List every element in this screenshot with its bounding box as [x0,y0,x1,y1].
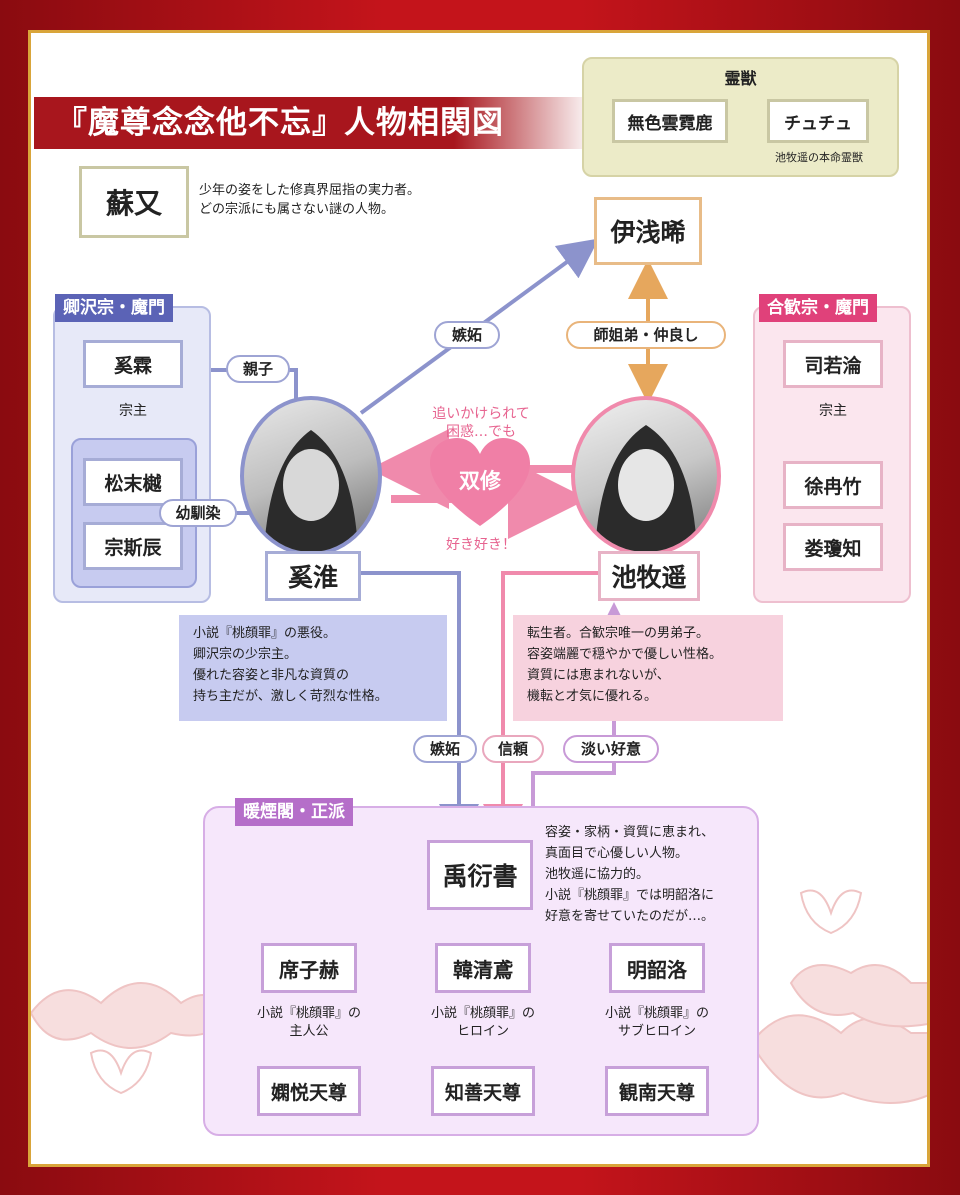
desc-line: 少年の姿をした修真界屈指の実力者。 [199,183,421,198]
character-name: 禹衍書 [442,862,518,891]
desc-line: 資質には恵まれないが、 [527,668,670,683]
beast-box-chuchu: チュチュ [767,99,869,143]
suyou-description: 少年の姿をした修真界屈指の実力者。 どの宗派にも属さない謎の人物。 [199,181,499,219]
character-name: 松末樾 [104,472,162,495]
desc-line: 真面目で心優しい人物。 [545,846,689,861]
desc-line: 容姿・家柄・資質に恵まれ、 [545,825,715,840]
character-zhishan: 知善天尊 [431,1066,535,1116]
relation-osananajimi: 幼馴染 [159,499,237,527]
character-louqiongzhi: 娄瓊知 [783,523,883,571]
character-siruoyu: 司若淪 [783,340,883,388]
character-name: 池牧遥 [611,563,687,592]
caption-line: 追いかけられて [432,406,530,422]
xihuai-silhouette [264,430,358,552]
caption-line: 小説『桃顔罪』の [256,1006,361,1021]
character-name: 徐冉竹 [804,475,862,498]
caption-line: サブヒロイン [617,1024,696,1039]
character-name: 伊浅晞 [610,218,686,247]
beast-name: チュチュ [784,113,852,134]
character-name: 奚霖 [113,354,152,377]
caption-line: ヒロイン [456,1024,509,1039]
chart-frame: 『魔尊念念他不忘』人物相関図 霊獣 無色雲霓鹿 チュチュ 池牧遥の本命霊獣 蘇又… [28,30,930,1167]
spirit-beast-panel: 霊獣 無色雲霓鹿 チュチュ 池牧遥の本命霊獣 [582,57,899,177]
caption-line: 小説『桃顔罪』の [430,1006,535,1021]
bottom-group-header: 暖煙閣・正派 [235,798,353,826]
desc-line: 小説『桃顔罪』の悪役。 [193,626,337,641]
character-name: 明韶洛 [627,957,687,982]
character-suyou: 蘇又 [79,166,189,238]
caption-hanqingyuan: 小説『桃顔罪』の ヒロイン [403,1005,563,1041]
character-name: 知善天尊 [444,1081,521,1104]
caption-line: 小説『桃顔罪』の [604,1006,709,1021]
xihuai-description: 小説『桃顔罪』の悪役。 卿沢宗の少宗主。 優れた容姿と非凡な資質の 持ち主だが、… [179,615,447,721]
desc-line: 池牧遥に協力的。 [545,867,650,882]
yuyanshu-description: 容姿・家柄・資質に恵まれ、 真面目で心優しい人物。 池牧遥に協力的。 小説『桃顔… [545,822,755,927]
leader-role: 宗主 [819,403,847,419]
desc-line: 小説『桃顔罪』では明韶洛に [545,888,715,903]
character-name: 娄瓊知 [804,537,862,560]
cloud-decoration [31,889,927,1104]
character-xilin: 奚霖 [83,340,183,388]
character-zongsichen: 宗斯辰 [83,522,183,570]
relation-oyako: 親子 [226,355,290,383]
right-group-header: 合歓宗・魔門 [759,294,877,322]
left-group-panel: 卿沢宗・魔門 奚霖 宗主 松末樾 宗斯辰 [53,294,211,603]
character-xizihe: 席子赫 [261,943,357,993]
character-xihuai: 奚淮 [265,551,361,601]
desc-line: どの宗派にも属さない謎の人物。 [199,202,395,217]
beast-box-deer: 無色雲霓鹿 [612,99,728,143]
chimuyao-description: 転生者。合歓宗唯一の男弟子。 容姿端麗で穏やかで優しい性格。 資質には恵まれない… [513,615,783,721]
character-hanqingyuan: 韓清鳶 [435,943,531,993]
leader-role: 宗主 [119,403,147,419]
desc-line: 卿沢宗の少宗主。 [193,647,298,662]
chimuyao-silhouette [595,425,697,552]
caption-line: 主人公 [289,1024,329,1039]
character-name: 宗斯辰 [104,536,162,559]
bottom-group-panel: 暖煙閣・正派 禹衍書 容姿・家柄・資質に恵まれ、 真面目で心優しい人物。 池牧遥… [203,798,759,1136]
page-title: 『魔尊念念他不忘』人物相関図 [34,97,594,149]
character-xianyue: 嫻悦天尊 [257,1066,361,1116]
character-name: 韓清鳶 [453,957,513,982]
character-guannan: 観南天尊 [605,1066,709,1116]
character-name: 嫻悦天尊 [270,1081,347,1104]
relation-shitto-bottom: 嫉妬 [413,735,477,763]
spirit-beast-header: 霊獣 [724,69,757,88]
character-name: 奚淮 [287,563,338,592]
character-name: 司若淪 [804,354,862,377]
character-chimuyao: 池牧遥 [598,551,700,601]
character-yuyanshu: 禹衍書 [427,840,533,910]
character-name: 観南天尊 [618,1081,695,1104]
character-xuranzhu: 徐冉竹 [783,461,883,509]
desc-line: 優れた容姿と非凡な資質の [193,668,350,683]
character-songmoyue: 松末樾 [83,458,183,506]
bottom-caption: 好き好き！ [446,537,516,553]
heart-icon [430,438,530,526]
desc-line: 容姿端麗で穏やかで優しい性格。 [527,647,723,662]
relation-shinrai: 信頼 [482,735,544,763]
beast-name: 無色雲霓鹿 [627,113,713,134]
desc-line: 持ち主だが、激しく苛烈な性格。 [193,689,388,704]
heart-label: 双修 [459,468,501,493]
character-name: 席子赫 [279,957,339,982]
left-group-header: 卿沢宗・魔門 [55,294,173,322]
caption-line: 困惑…でも [446,424,516,440]
relation-shiteki: 師姐弟・仲良し [566,321,726,349]
right-group-panel: 合歓宗・魔門 司若淪 宗主 徐冉竹 娄瓊知 [753,294,911,603]
beast-note: 池牧遥の本命霊獣 [775,151,863,164]
top-caption: 追いかけられて 困惑…でも [401,405,561,441]
caption-mingshaoluo: 小説『桃顔罪』の サブヒロイン [577,1005,737,1041]
portrait-xihuai [240,396,382,556]
caption-xizihe: 小説『桃顔罪』の 主人公 [229,1005,389,1041]
character-mingshaoluo: 明韶洛 [609,943,705,993]
desc-line: 機転と才気に優れる。 [527,689,658,704]
relation-awai: 淡い好意 [563,735,659,763]
desc-line: 転生者。合歓宗唯一の男弟子。 [527,626,710,641]
relation-shitto-top: 嫉妬 [434,321,500,349]
desc-line: 好意を寄せていたのだが…。 [545,909,715,924]
character-name: 蘇又 [105,187,162,220]
portrait-chimuyao [571,396,721,556]
character-yiqianxi: 伊浅晞 [594,197,702,265]
